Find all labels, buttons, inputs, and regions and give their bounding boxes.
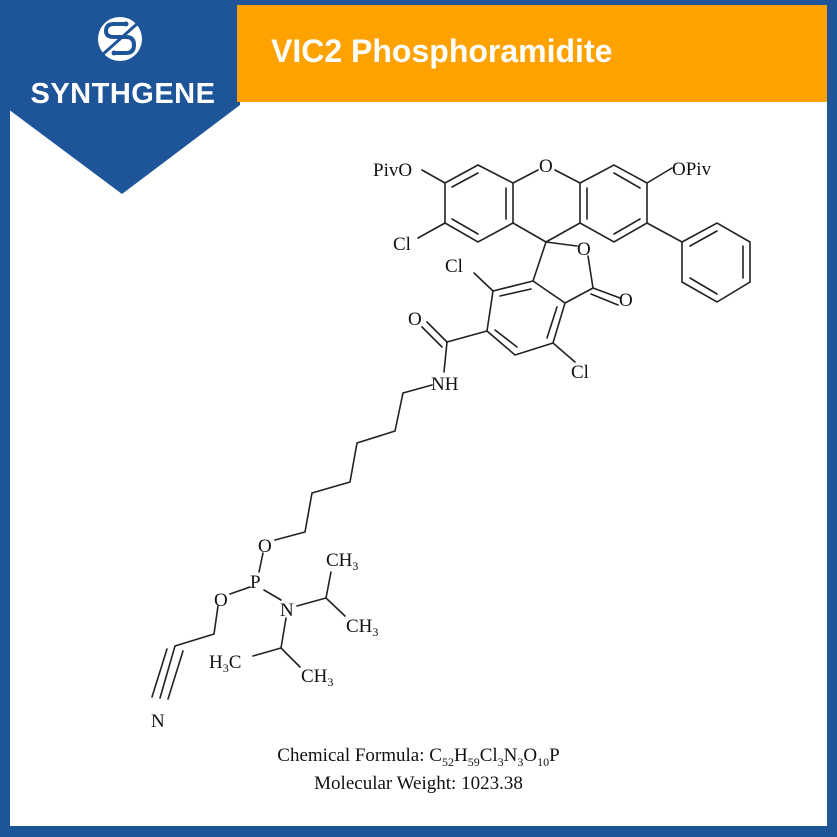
label-xanthene-o: O [539, 156, 553, 177]
title-bar: VIC2 Phosphoramidite [237, 5, 827, 102]
label-cl-xanthene: Cl [393, 234, 411, 255]
brand-banner [0, 0, 240, 194]
label-o-linker: O [258, 536, 272, 557]
label-nh: NH [431, 374, 459, 395]
label-h3c: H3C [209, 652, 241, 675]
label-lactone-o: O [577, 239, 591, 260]
page-title: VIC2 Phosphoramidite [271, 33, 613, 69]
synthgene-logo-icon [98, 17, 142, 61]
label-o-cyanoethyl: O [214, 590, 228, 611]
mw-value: 1023.38 [461, 773, 523, 794]
formula-label: Chemical Formula: [277, 745, 430, 766]
molecular-weight: Molecular Weight: 1023.38 [0, 773, 837, 795]
label-pivo-left: PivO [373, 160, 412, 181]
label-p: P [250, 572, 261, 593]
label-opiv-right: OPiv [672, 159, 712, 180]
label-nitrile-n: N [151, 711, 165, 732]
label-ch3-d: CH3 [301, 666, 333, 689]
formula-value: C52H59Cl3N3O10P [429, 745, 560, 769]
label-carbonyl-o: O [619, 290, 633, 311]
label-ch3-b: CH3 [346, 616, 378, 639]
label-cl-lower: Cl [571, 362, 589, 383]
label-ch3-a: CH3 [326, 550, 358, 573]
chemical-formula: Chemical Formula: C52H59Cl3N3O10P [0, 745, 837, 770]
label-cl-upper: Cl [445, 256, 463, 277]
label-amide-o: O [408, 309, 422, 330]
mw-label: Molecular Weight: [314, 773, 462, 794]
label-n-amine: N [280, 600, 294, 621]
brand-name: SYNTHGENE [30, 78, 216, 110]
